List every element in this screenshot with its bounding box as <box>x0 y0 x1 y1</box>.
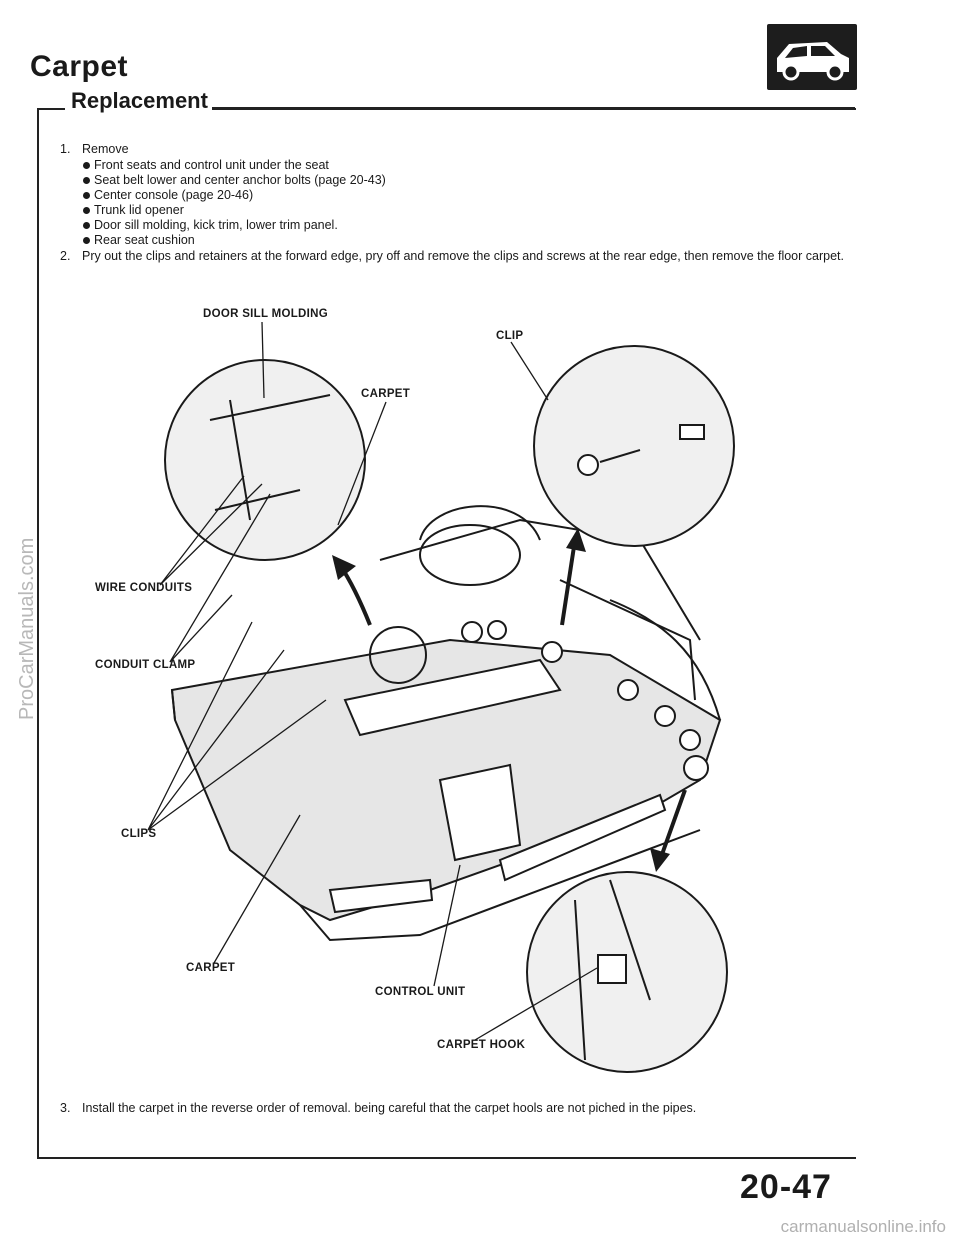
label-wire-conduits: WIRE CONDUITS <box>95 582 193 594</box>
list-item: Front seats and control unit under the s… <box>82 158 850 173</box>
label-carpet-bottom: CARPET <box>186 962 236 974</box>
label-carpet-hook: CARPET HOOK <box>437 1039 526 1051</box>
step-number: 3. <box>60 1101 71 1115</box>
section-heading: Replacement <box>65 88 212 114</box>
label-control-unit: CONTROL UNIT <box>375 986 466 998</box>
content-frame <box>37 108 856 1159</box>
detail-clip <box>533 345 735 547</box>
step-number: 1. <box>60 142 71 156</box>
detail-carpet-hook <box>526 871 728 1073</box>
step-text: Pry out the clips and retainers at the f… <box>82 249 844 263</box>
step-1: 1. Remove Front seats and control unit u… <box>60 142 850 248</box>
page-number: 20-47 <box>740 1168 832 1206</box>
list-item: Seat belt lower and center anchor bolts … <box>82 173 850 188</box>
label-clip: CLIP <box>496 330 524 342</box>
step-text: Install the carpet in the reverse order … <box>82 1101 697 1115</box>
heading-rule <box>205 107 855 109</box>
label-clips: CLIPS <box>121 828 157 840</box>
removal-list: Front seats and control unit under the s… <box>82 158 850 248</box>
list-item: Center console (page 20-46) <box>82 188 850 203</box>
label-door-sill-molding: DOOR SILL MOLDING <box>203 308 328 320</box>
clip-markers <box>461 620 709 781</box>
leader-lines <box>147 321 598 1041</box>
list-item: Door sill molding, kick trim, lower trim… <box>82 218 850 233</box>
step-2: 2. Pry out the clips and retainers at th… <box>60 249 850 264</box>
detail-arrows <box>332 528 687 872</box>
detail-zoom-circle <box>369 626 427 684</box>
label-carpet-top: CARPET <box>361 388 411 400</box>
list-item: Trunk lid opener <box>82 203 850 218</box>
procedure-steps: 1. Remove Front seats and control unit u… <box>60 142 850 264</box>
car-body-icon <box>767 24 857 90</box>
side-watermark: ProCarManuals.com <box>16 537 38 720</box>
label-conduit-clamp: CONDUIT CLAMP <box>95 659 196 671</box>
page-title: Carpet <box>30 50 129 83</box>
step-number: 2. <box>60 249 71 263</box>
detail-door-sill <box>164 359 366 561</box>
step-text: Remove <box>82 142 129 156</box>
list-item: Rear seat cushion <box>82 233 850 248</box>
footer-watermark: carmanualsonline.info <box>780 1217 946 1236</box>
step-3: 3. Install the carpet in the reverse orde… <box>60 1101 840 1115</box>
floor-illustration <box>170 505 722 942</box>
